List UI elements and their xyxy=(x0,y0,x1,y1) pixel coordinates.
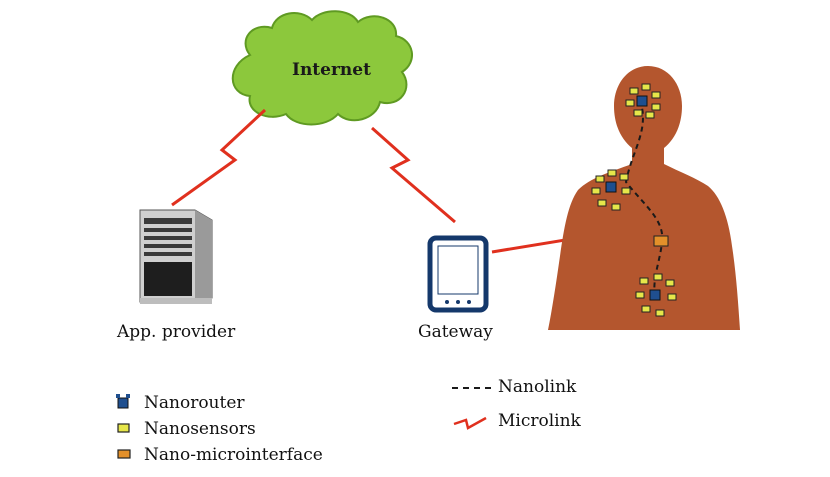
nanolink-path xyxy=(624,99,664,299)
microlink-internet-gateway xyxy=(371,126,456,224)
app-provider-label: App. provider xyxy=(117,322,236,342)
legend-nanosensors-label: Nanosensors xyxy=(144,419,256,439)
legend-nano-microinterface-label: Nano-microinterface xyxy=(144,445,323,465)
internet-label: Internet xyxy=(292,60,371,80)
nanosensor-cluster-chest xyxy=(591,169,631,211)
nano-microinterface-icon xyxy=(117,449,131,459)
nano-microinterface-node xyxy=(653,235,669,247)
zigzag-link-icon xyxy=(453,416,487,430)
microlink-internet-provider xyxy=(171,108,267,207)
human-body xyxy=(548,66,740,330)
nanorouter-icon xyxy=(116,394,130,409)
gateway-label: Gateway xyxy=(418,322,493,342)
legend-nanolink-label: Nanolink xyxy=(498,377,577,397)
nanosensor-icon xyxy=(117,423,130,433)
legend-nanorouter-label: Nanorouter xyxy=(144,393,245,413)
internet-cloud xyxy=(231,10,413,126)
legend-microlink-label: Microlink xyxy=(498,411,581,431)
nanosensor-cluster-head xyxy=(625,83,661,119)
nanosensor-cluster-abdomen xyxy=(635,273,677,317)
server-icon xyxy=(139,209,213,304)
gateway-tablet-icon xyxy=(427,235,489,313)
